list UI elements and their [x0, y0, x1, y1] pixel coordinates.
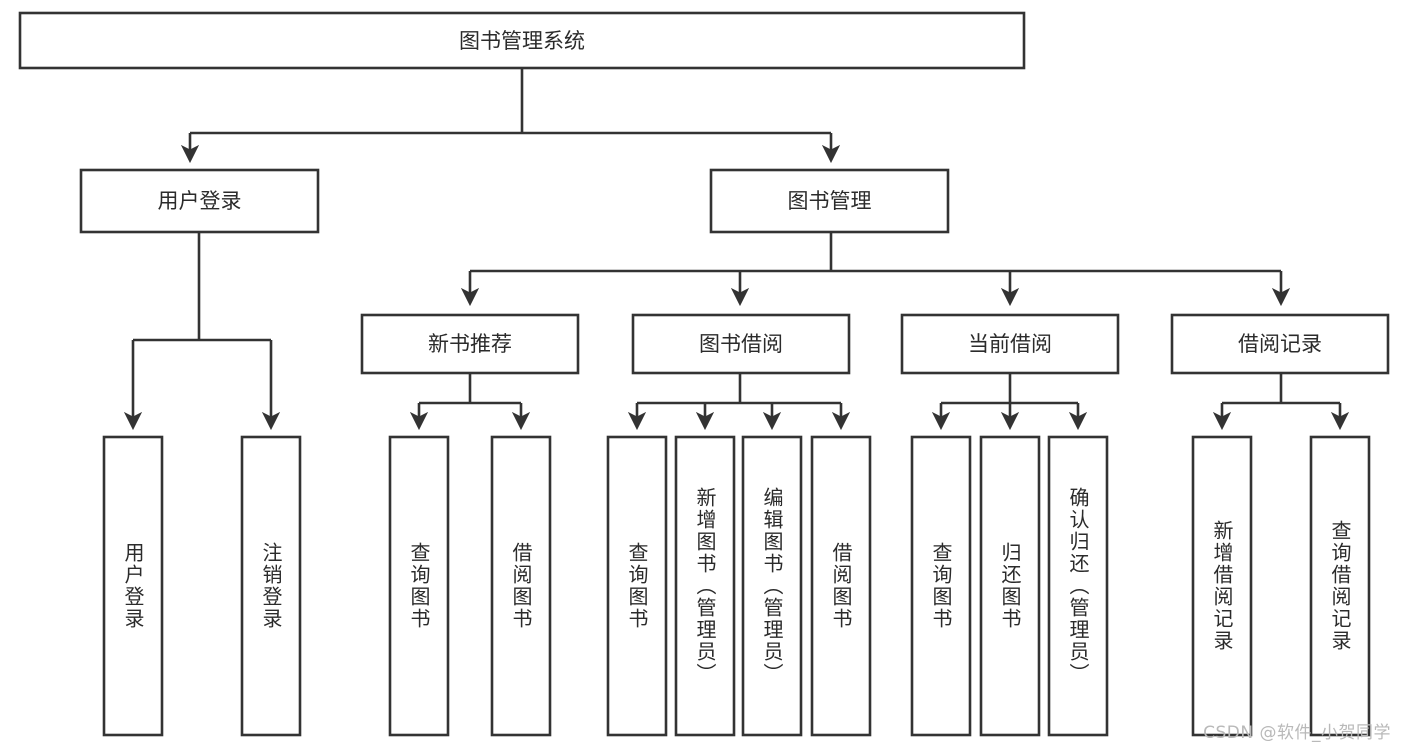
node-new-book-recommend[interactable]: 新书推荐	[360, 313, 580, 375]
node-user-login[interactable]: 用户登录	[79, 168, 320, 234]
leaf-user-login-login[interactable]	[102, 435, 164, 737]
node-current-borrow[interactable]: 当前借阅	[900, 313, 1120, 375]
node-borrow-record-label: 借阅记录	[1238, 332, 1322, 356]
leaf-newbook-borrow[interactable]	[490, 435, 552, 737]
connector-userlogin-to-leaves	[123, 232, 281, 431]
connector-bookborrow-to-leaves	[627, 373, 851, 431]
watermark-text: CSDN @软件_小贺同学	[1203, 723, 1391, 743]
leaf-borrowrecord-add[interactable]	[1191, 435, 1253, 737]
leaf-currentborrow-confirm[interactable]	[1047, 435, 1109, 737]
node-user-login-label: 用户登录	[158, 189, 242, 213]
leaf-currentborrow-query[interactable]	[910, 435, 972, 737]
connector-newbook-to-leaves	[409, 373, 531, 431]
node-book-borrow-label: 图书借阅	[699, 332, 783, 356]
connector-borrowrecord-to-leaves	[1212, 373, 1350, 431]
connector-root-to-level2	[180, 68, 841, 164]
node-book-borrow[interactable]: 图书借阅	[631, 313, 851, 375]
leaf-borrowrecord-query[interactable]	[1309, 435, 1371, 737]
node-root[interactable]: 图书管理系统	[18, 11, 1026, 70]
leaf-bookborrow-borrow[interactable]	[810, 435, 872, 737]
leaf-bookborrow-edit[interactable]	[741, 435, 803, 737]
leaf-bookborrow-add[interactable]	[674, 435, 736, 737]
node-new-book-recommend-label: 新书推荐	[428, 332, 512, 356]
node-book-management[interactable]: 图书管理	[709, 168, 950, 234]
connector-currentborrow-to-leaves	[931, 373, 1088, 431]
node-current-borrow-label: 当前借阅	[968, 332, 1052, 356]
connector-bookmgmt-to-level3	[460, 232, 1291, 307]
leaf-currentborrow-return[interactable]	[979, 435, 1041, 737]
node-book-management-label: 图书管理	[788, 189, 872, 213]
node-borrow-record[interactable]: 借阅记录	[1170, 313, 1390, 375]
leaf-user-login-logout[interactable]	[240, 435, 302, 737]
leaf-bookborrow-query[interactable]	[606, 435, 668, 737]
node-root-label: 图书管理系统	[459, 29, 585, 53]
leaf-newbook-query[interactable]	[388, 435, 450, 737]
